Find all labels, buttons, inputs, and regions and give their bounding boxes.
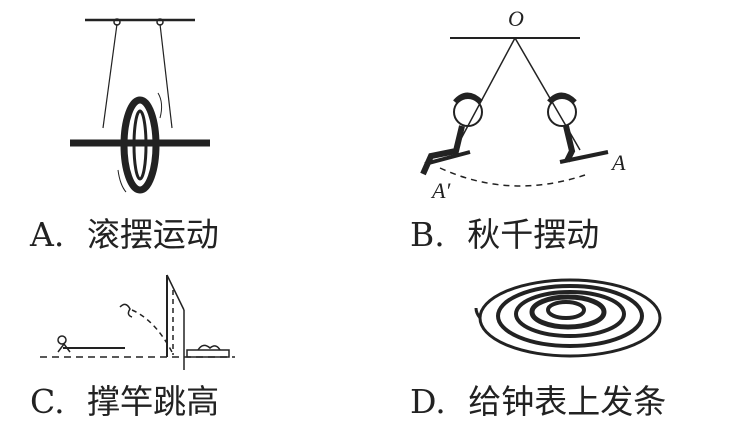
option-letter: B. [410, 215, 445, 254]
clock-spring-illustration [474, 278, 662, 358]
maxwell-wheel-illustration [70, 18, 210, 194]
option-text: 给钟表上发条 [468, 382, 667, 421]
option-text: 滚摆运动 [86, 215, 219, 254]
option-letter: A. [30, 215, 65, 254]
option-b: B. 秋千摆动 [410, 218, 599, 251]
point-label-a-prime: A′ [432, 178, 451, 203]
child-right-icon [547, 92, 609, 164]
option-a: A. 滚摆运动 [30, 218, 219, 251]
child-left-icon [420, 92, 483, 176]
option-c: C. 撑竿跳高 [30, 385, 219, 418]
option-letter: D. [410, 382, 446, 421]
point-label-a: A [612, 150, 626, 175]
option-text: 秋千摆动 [467, 215, 600, 254]
swing-illustration [420, 37, 609, 187]
option-letter: C. [30, 382, 65, 421]
option-text: 撑竿跳高 [87, 382, 220, 421]
option-d: D. 给钟表上发条 [410, 385, 666, 418]
pole-vault-illustration [40, 274, 235, 370]
pivot-label-o: O [508, 6, 524, 31]
